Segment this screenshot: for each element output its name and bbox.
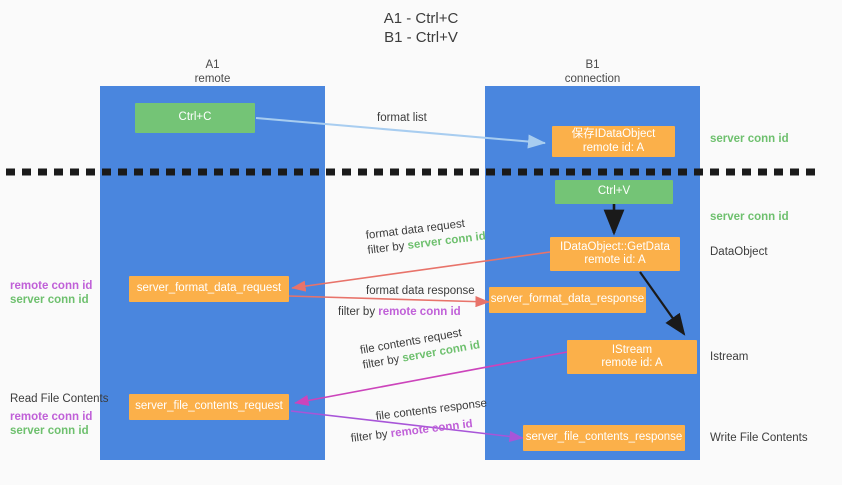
edge-label-file-contents-request: file contents request filter by server c… <box>359 323 481 373</box>
node-save-idataobject-line2: remote id: A <box>582 141 645 154</box>
edge-label-format-list: format list <box>377 111 427 126</box>
annotation-file-server-conn-id: server conn id <box>10 425 89 437</box>
node-server-file-contents-response-label: server_file_contents_response <box>525 431 683 444</box>
edge-label-format-data-response-filter-value: remote conn id <box>378 306 461 318</box>
edge-label-format-data-response: format data response <box>366 284 475 299</box>
node-server-format-data-response[interactable]: server_format_data_response <box>489 287 646 313</box>
node-ctrl-c-label: Ctrl+C <box>178 111 212 124</box>
annotation-format-conn-ids: remote conn id server conn id <box>10 279 92 307</box>
edge-label-file-contents-response-filter-prefix: filter by <box>350 428 392 445</box>
annotation-server-conn-id-top: server conn id <box>710 133 789 145</box>
annotation-file-remote-conn-id: remote conn id <box>10 411 93 423</box>
node-idataobject-getdata-line2: remote id: A <box>584 254 646 266</box>
node-save-idataobject-line1: 保存IDataObject <box>571 128 656 140</box>
node-ctrl-v[interactable]: Ctrl+V <box>555 180 673 204</box>
annotation-format-remote-conn-id: remote conn id <box>10 280 93 292</box>
edge-label-format-data-request: format data request filter by server con… <box>365 215 487 259</box>
column-b1-sub: connection <box>564 73 621 85</box>
edge-label-format-data-response-filter: filter by remote conn id <box>338 305 461 320</box>
node-server-file-contents-response[interactable]: server_file_contents_response <box>523 425 685 451</box>
column-a1-name: A1 <box>205 59 220 71</box>
node-idataobject-getdata-line1: IDataObject::GetData <box>560 240 670 253</box>
annotation-write-file-contents: Write File Contents <box>710 432 808 444</box>
node-istream-line2: remote id: A <box>601 357 663 369</box>
node-server-format-data-request[interactable]: server_format_data_request <box>129 276 289 302</box>
edge-label-format-data-response-filter-prefix: filter by <box>338 306 379 318</box>
node-idataobject-getdata[interactable]: IDataObject::GetData remote id: A <box>550 237 680 271</box>
column-b1-name: B1 <box>585 59 600 71</box>
node-server-file-contents-request[interactable]: server_file_contents_request <box>129 394 289 420</box>
edge-label-format-data-request-filter-prefix: filter by <box>366 239 409 257</box>
annotation-istream: Istream <box>710 351 749 363</box>
column-a1-sub: remote <box>194 73 231 85</box>
edge-label-format-list-text: format list <box>377 112 427 124</box>
annotation-read-file-contents-group: Read File Contents remote conn id server… <box>10 392 108 438</box>
node-save-idataobject[interactable]: 保存IDataObject remote id: A <box>552 126 675 157</box>
page-title: A1 - Ctrl+C B1 - Ctrl+V <box>383 10 459 46</box>
edge-label-file-contents-response-filter: filter by remote conn id <box>350 417 474 447</box>
node-ctrl-v-label: Ctrl+V <box>597 185 631 198</box>
column-header-b1: B1 connection <box>485 58 700 86</box>
node-ctrl-c[interactable]: Ctrl+C <box>135 103 255 133</box>
edge-label-format-data-response-text: format data response <box>366 285 475 297</box>
annotation-read-file-contents: Read File Contents <box>10 393 109 405</box>
node-server-format-data-request-label: server_format_data_request <box>136 282 282 295</box>
annotation-format-server-conn-id: server conn id <box>10 294 89 306</box>
annotation-server-conn-id-mid: server conn id <box>710 211 789 223</box>
node-istream-line1: IStream <box>611 343 653 356</box>
node-istream[interactable]: IStream remote id: A <box>567 340 697 374</box>
node-server-file-contents-request-label: server_file_contents_request <box>135 400 283 413</box>
node-server-format-data-response-label: server_format_data_response <box>490 293 645 306</box>
annotation-dataobject: DataObject <box>710 246 768 258</box>
column-header-a1: A1 remote <box>100 58 325 86</box>
